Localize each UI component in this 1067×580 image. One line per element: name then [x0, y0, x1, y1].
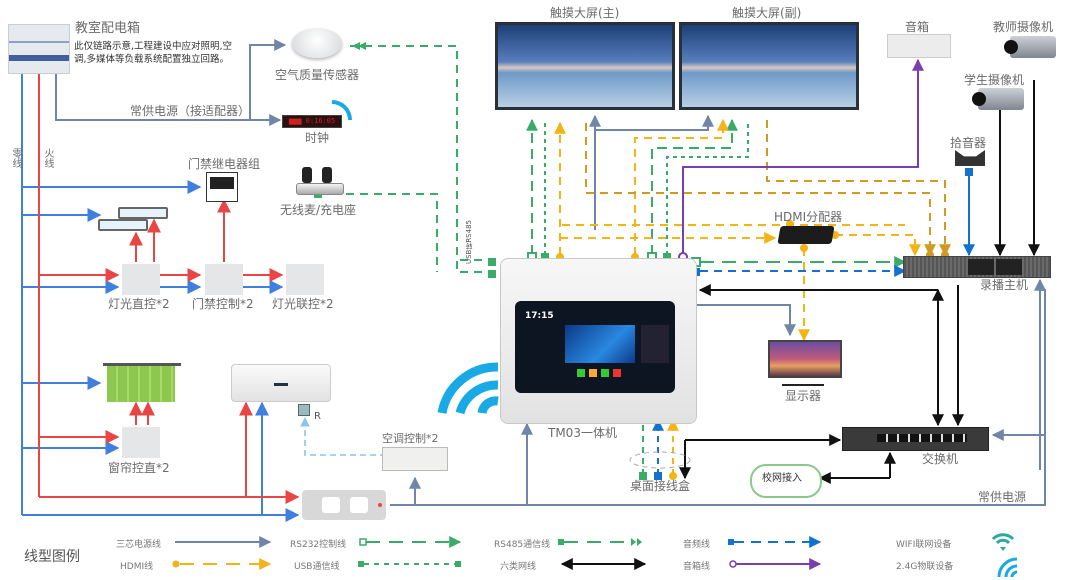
- neutral-line-group: [21, 70, 300, 522]
- speaker-label: 音箱: [905, 20, 930, 34]
- legend-label-rs232: RS232控制线: [290, 540, 347, 550]
- power-strip: [302, 490, 386, 520]
- rs485-arrowheads: [352, 42, 366, 50]
- audio-line-group: [700, 172, 975, 277]
- touch-screen-sub: [679, 22, 859, 110]
- legend-label-power: 三芯电源线: [116, 540, 162, 550]
- ac-control-label: 空调控制*2: [382, 432, 439, 445]
- terminal-clock: 17:15: [525, 311, 554, 321]
- legend-iot-icon: [997, 557, 1018, 578]
- legend-rs485-line: [558, 538, 642, 546]
- display-monitor: [768, 340, 842, 378]
- recorder-label: 录播主机: [980, 278, 1029, 292]
- constant-power-label: 常供电源: [978, 490, 1027, 504]
- legend-label-iot: 2.4G物联设备: [896, 562, 954, 572]
- distribution-box-note: 此仅链路示意,工程建设中应对照明,空调,多媒体等负载系统配置独立回路。: [74, 41, 233, 65]
- legend-label-usb: USB通信线: [294, 562, 340, 572]
- live-line-group: [38, 70, 300, 504]
- wireless-mic-label: 无线麦/充电座: [280, 203, 357, 217]
- ac-receiver-label: R: [314, 411, 321, 422]
- curtain-control-label: 窗帘控直*2: [108, 461, 170, 475]
- curtain: [103, 363, 181, 403]
- legend-wifi-icon: [991, 533, 1015, 551]
- speaker-line: [682, 58, 924, 257]
- speaker-device: [887, 34, 951, 58]
- legend-rs232-line: [359, 536, 462, 548]
- campus-net-label: 校网接入: [762, 473, 802, 484]
- student-camera-label: 学生摄像机: [964, 73, 1025, 87]
- rs485-line-group: [318, 45, 492, 273]
- light-switch-label: 灯光直控*2: [108, 297, 170, 311]
- touch-sub-label: 触摸大屏(副): [732, 6, 802, 20]
- door-relay-label: 门禁继电器组: [188, 157, 261, 171]
- legend-label-hdmi: HDMI线: [120, 562, 154, 572]
- air-sensor-label: 空气质量传感器: [275, 68, 360, 82]
- hdmi-splitter-label: HDMI分配器: [774, 210, 843, 224]
- ethernet-line-group: [679, 80, 1040, 484]
- legend-audio-line: [728, 536, 822, 548]
- legend-lines: [172, 533, 1018, 578]
- distribution-box-label: 教室配电箱: [75, 21, 141, 36]
- touch-screen-main: [495, 22, 675, 110]
- clock-device: ▆▆▆ 0:16:05: [282, 115, 342, 128]
- wireless-mic-dock: [296, 167, 344, 195]
- door-control-label: 门禁控制*2: [192, 297, 254, 311]
- display-label: 显示器: [785, 389, 822, 403]
- student-camera: [972, 88, 1024, 110]
- light-switch-panel: [122, 264, 160, 295]
- legend-label-rs485: RS485通信线: [494, 540, 551, 550]
- mic-pickup-label: 拾音器: [950, 136, 987, 150]
- display-stand: [782, 376, 824, 386]
- clock-label: 时钟: [305, 131, 330, 145]
- door-relay: [206, 172, 238, 202]
- legend-label-audio: 音频线: [683, 540, 711, 550]
- air-quality-sensor: [292, 28, 342, 58]
- network-switch: [842, 427, 989, 451]
- desk-box-ring: [629, 451, 691, 469]
- tm03-terminal: 17:15: [500, 258, 697, 424]
- ac-ir-line: [300, 417, 386, 456]
- usb-rs485-label: USB转RS485: [465, 220, 473, 265]
- light-link-label: 灯光联控*2: [272, 297, 334, 311]
- campus-network-cloud: [750, 464, 822, 498]
- legend-usb-line: [358, 561, 461, 567]
- hdmi-splitter: [777, 226, 835, 244]
- light-fixture: [98, 219, 148, 231]
- constant-power-adapter-label: 常供电源（接适配器）: [130, 104, 251, 118]
- wifi-icon-large: [437, 362, 499, 415]
- teacher-camera-label: 教师摄像机: [993, 20, 1054, 34]
- terminal-screen[interactable]: 17:15: [515, 301, 675, 393]
- hdmi-line-group: [554, 118, 951, 342]
- legend-hdmi-line: [172, 558, 272, 570]
- curtain-control-panel: [122, 427, 160, 458]
- light-link-panel: [286, 264, 324, 295]
- teacher-camera: [1004, 36, 1056, 58]
- power-line-group: [55, 39, 1046, 506]
- door-control-panel: [205, 264, 243, 295]
- ac-control-module: [382, 447, 448, 471]
- legend-title: 线型图例: [24, 549, 80, 565]
- desk-box-line-group: [642, 418, 679, 475]
- legend-speaker-line: [729, 558, 822, 570]
- legend-label-wifi: WIFI联网设备: [896, 540, 952, 550]
- ac-ir-receiver: [298, 404, 310, 416]
- desk-box-label: 桌面接线盒: [630, 479, 691, 493]
- switch-label: 交换机: [922, 452, 959, 466]
- terminal-label: TM03一体机: [548, 426, 617, 440]
- neutral-wire-label: 零线: [10, 148, 21, 168]
- light-fixture: [118, 207, 168, 219]
- legend-label-speaker: 音箱线: [683, 562, 711, 572]
- air-conditioner: [231, 364, 331, 402]
- touch-main-label: 触摸大屏(主): [550, 6, 620, 20]
- recorder-host: [903, 256, 1051, 278]
- live-wire-label: 火线: [42, 148, 53, 168]
- rs232-line-group: [526, 118, 907, 268]
- distribution-box: [8, 24, 70, 74]
- legend-label-ethernet: 六类网线: [500, 562, 537, 572]
